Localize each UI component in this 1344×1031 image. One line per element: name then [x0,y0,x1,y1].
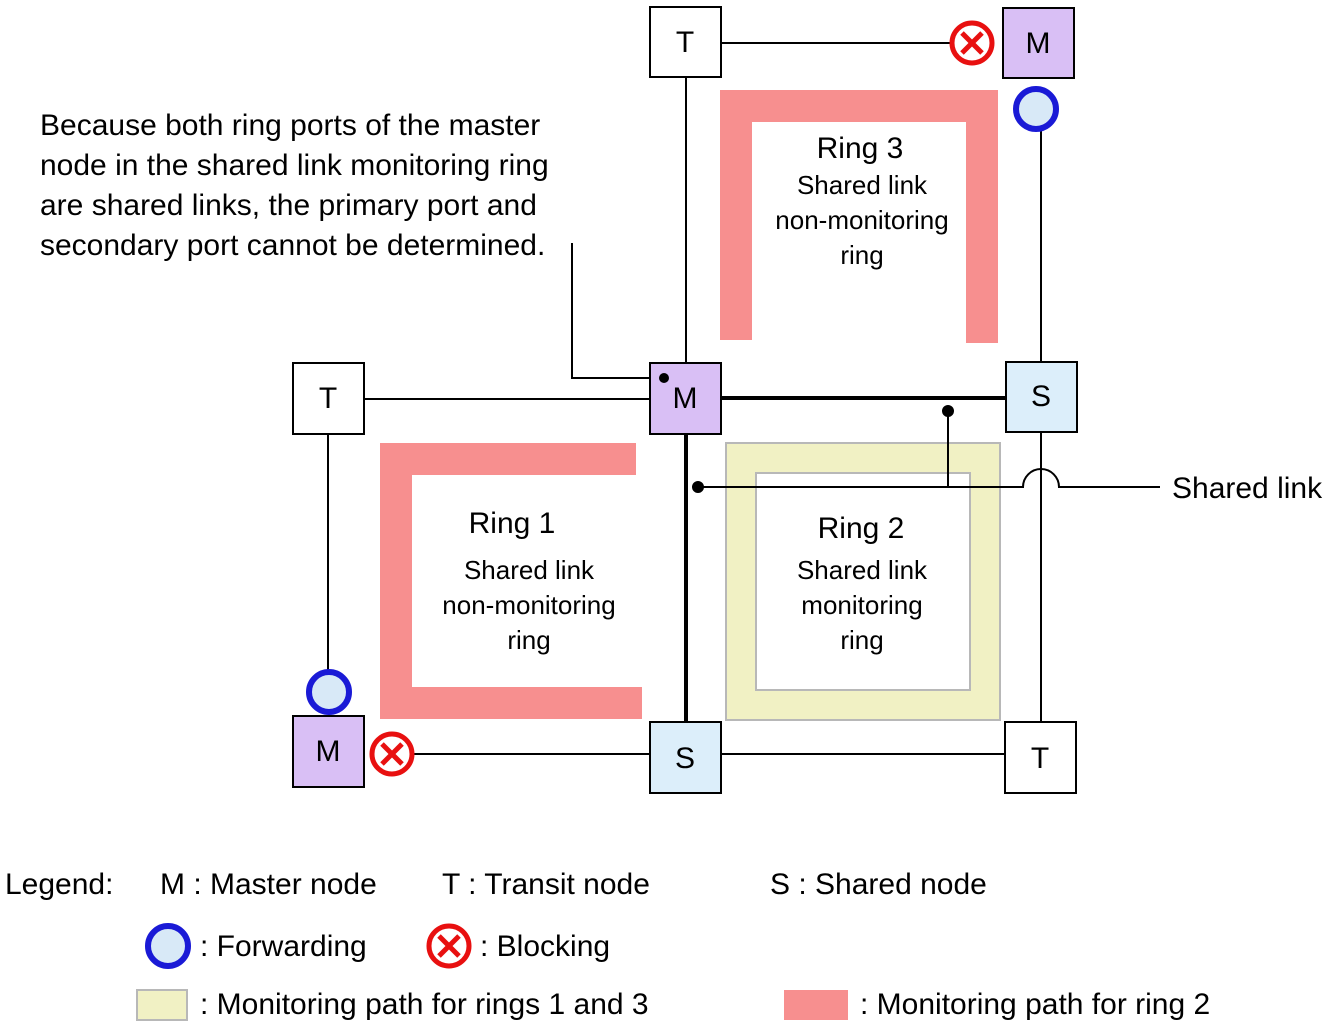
svg-text:T: T [676,26,694,59]
legend-prefix: Legend: [5,868,113,901]
svg-text:Shared link: Shared link [797,555,928,585]
svg-text:ring: ring [840,625,883,655]
svg-text:node in the shared link monito: node in the shared link monitoring ring [40,149,549,182]
shared-link-callout [692,405,1160,493]
blocking-icon [369,731,415,777]
node-top-right-master: M [1002,7,1075,79]
legend-yellow-swatch [136,989,188,1021]
svg-text:T: T [1031,742,1049,775]
links [327,42,1042,755]
legend-transit: T : Transit node [442,868,650,901]
legend-forwarding: : Forwarding [200,930,367,963]
node-right-shared: S [1005,361,1078,433]
shared-link-label: Shared link [1172,472,1323,505]
svg-text:Shared link: Shared link [464,555,595,585]
legend: Legend: M : Master node T : Transit node… [5,868,1210,1021]
svg-text:T: T [319,382,337,415]
forwarding-icon [306,669,352,715]
svg-text:are shared links, the primary: are shared links, the primary port and [40,189,537,222]
svg-text:M: M [673,382,698,415]
svg-text:S: S [675,742,695,775]
ring3-path-band [720,90,998,343]
svg-text:S: S [1031,380,1051,413]
ring3-label: Ring 3 Shared link non-monitoring ring [775,132,948,270]
legend-red-path: : Monitoring path for ring 2 [860,988,1210,1021]
svg-text:monitoring: monitoring [801,590,922,620]
ring2-label: Ring 2 Shared link monitoring ring [797,512,928,655]
note-text: Because both ring ports of the master no… [40,109,549,262]
svg-text:Ring 3: Ring 3 [817,132,904,165]
node-top-left-transit: T [649,6,722,78]
forwarding-icon [145,923,191,969]
ring1-label: Ring 1 Shared link non-monitoring ring [442,507,615,655]
forwarding-icon [1013,86,1059,132]
ring2-path-band [725,442,1001,721]
svg-text:non-monitoring: non-monitoring [442,590,615,620]
legend-red-swatch [784,990,848,1020]
node-bottom-shared: S [649,721,722,794]
svg-text:Because both ring ports of the: Because both ring ports of the master [40,109,540,142]
svg-text:secondary port cannot be deter: secondary port cannot be determined. [40,229,545,262]
svg-text:ring: ring [840,240,883,270]
legend-master: M : Master node [160,868,377,901]
svg-text:ring: ring [507,625,550,655]
legend-yellow-path: : Monitoring path for rings 1 and 3 [200,988,649,1021]
blocking-icon [949,20,995,66]
blocking-icon [426,923,472,969]
node-bottom-left-master: M [292,715,365,788]
node-left-transit: T [292,362,365,435]
ring1-path-band [380,443,642,719]
note-callout [571,243,664,379]
svg-text:Ring 2: Ring 2 [818,512,905,545]
svg-text:Shared link: Shared link [797,170,928,200]
svg-text:M: M [1026,27,1051,60]
svg-text:M: M [316,735,341,768]
legend-shared: S : Shared node [770,868,987,901]
svg-text:Ring 1: Ring 1 [469,507,556,540]
svg-text:non-monitoring: non-monitoring [775,205,948,235]
node-bottom-right-transit: T [1004,721,1077,794]
node-center-master: M [649,362,722,435]
legend-blocking: : Blocking [480,930,610,963]
